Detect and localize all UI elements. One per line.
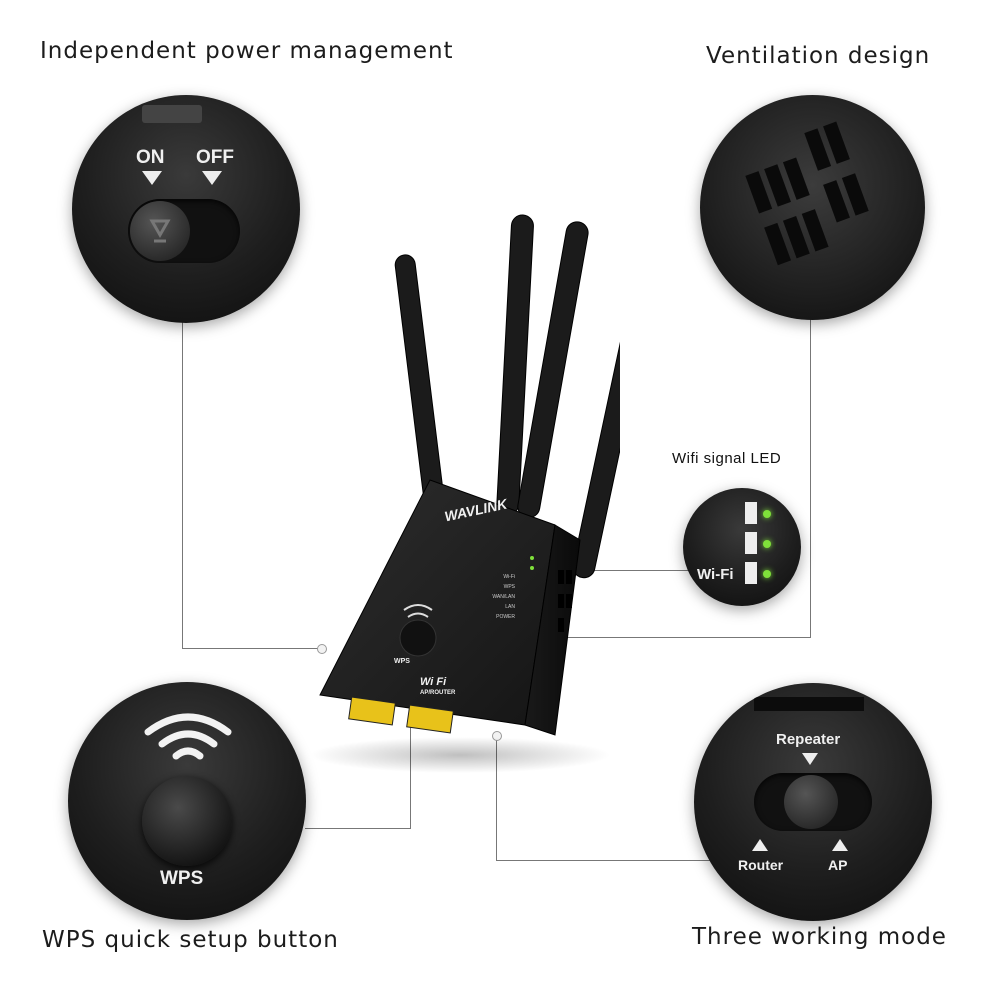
led-green-icon: [763, 570, 771, 578]
power-switch-closeup: ON OFF: [72, 95, 300, 323]
led-label: POWER: [496, 614, 515, 620]
led-bar: [745, 532, 757, 554]
mode-switch-closeup: Repeater Router AP: [694, 683, 932, 921]
caption-wifi-led: Wifi signal LED: [672, 450, 782, 467]
connector-line: [305, 828, 411, 829]
arrow-down-icon: [202, 171, 222, 185]
arrow-down-icon: [142, 171, 162, 185]
led-green-icon: [763, 510, 771, 518]
connector-line: [182, 648, 322, 649]
wps-button-closeup: WPS: [68, 682, 306, 920]
arrow-up-icon: [832, 839, 848, 851]
off-label: OFF: [196, 147, 234, 168]
router-device: WAVLINK WPS Wi Fi AP/ROUTER Wi-Fi WPS WA…: [300, 200, 620, 780]
device-ap-router-badge: AP/ROUTER: [420, 690, 456, 696]
router-body: [310, 479, 610, 773]
ap-label: AP: [828, 857, 848, 873]
repeater-label: Repeater: [776, 731, 841, 748]
connector-line: [496, 735, 497, 860]
caption-power-management: Independent power management: [40, 38, 454, 64]
wifi-led-closeup: Wi-Fi: [683, 488, 801, 606]
caption-ventilation: Ventilation design: [706, 43, 931, 69]
connector-line: [540, 570, 690, 571]
connector-line: [540, 637, 811, 638]
led-label-list: Wi-Fi WPS WAN/LAN LAN POWER: [465, 572, 515, 622]
wifi-signal-icon: [144, 713, 232, 760]
arrow-down-icon: [802, 753, 818, 765]
led-label: WPS: [503, 584, 515, 590]
switch-knob[interactable]: [130, 201, 190, 261]
router-label: Router: [738, 857, 784, 873]
caption-wps-button: WPS quick setup button: [42, 927, 339, 953]
vent-slots-icon: [745, 121, 869, 266]
wifi-led-label: Wi-Fi: [697, 566, 734, 583]
device-wps-label: WPS: [394, 658, 410, 665]
wps-label: WPS: [160, 868, 204, 889]
connector-line: [810, 318, 811, 638]
caption-working-mode: Three working mode: [692, 924, 947, 950]
device-wifi-badge: Wi Fi: [420, 676, 447, 688]
led-bar: [745, 502, 757, 524]
connector-line: [182, 318, 183, 648]
power-knob-icon: [149, 219, 171, 243]
wps-button[interactable]: [142, 776, 232, 866]
led-green-icon: [763, 540, 771, 548]
led-label: LAN: [505, 604, 515, 610]
on-label: ON: [136, 147, 165, 168]
led-bar: [745, 562, 757, 584]
led-label: WAN/LAN: [492, 594, 515, 600]
antennas-icon: [394, 214, 620, 579]
mode-switch-knob[interactable]: [784, 775, 838, 829]
connector-dot: [317, 644, 327, 654]
ventilation-closeup: [700, 95, 925, 320]
connector-line: [496, 860, 716, 861]
arrow-up-icon: [752, 839, 768, 851]
led-label: Wi-Fi: [503, 574, 515, 580]
